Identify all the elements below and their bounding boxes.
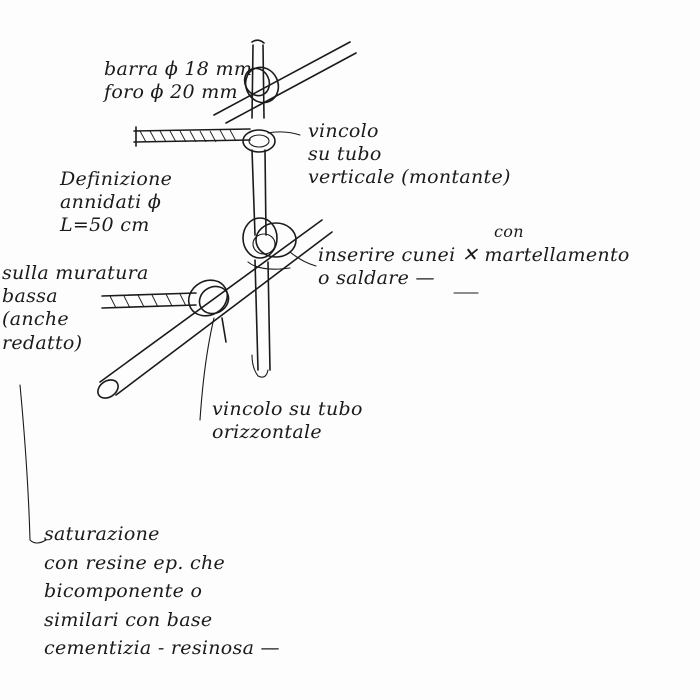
wedge-note: inserire cunei ✕ martellamento o saldare… [318, 244, 630, 290]
wedge-top-note: con [494, 222, 524, 241]
upper-threaded-bar [133, 126, 251, 147]
leader-lines [19, 131, 479, 544]
diagonal-tube [97, 219, 333, 399]
bar-spec-note: barra ϕ 18 mm foro ϕ 20 mm [104, 58, 253, 104]
upper-clamp [242, 66, 280, 153]
grout-note: saturazione con resine ep. che bicompone… [44, 523, 280, 659]
horizontal-joint-note: vincolo su tubo orizzontale [212, 398, 363, 444]
vertical-joint-note: vincolo su tubo verticale (montante) [308, 120, 511, 189]
lower-threaded-bar [101, 292, 197, 309]
upper-horizontal-tube [213, 41, 357, 124]
masonry-note: sulla muratura bassa (anche redatto) [2, 262, 149, 354]
lower-clamp [187, 279, 230, 343]
middle-clamp [242, 217, 297, 259]
anchor-spec-note: Definizione annidati ϕ L=50 cm [60, 168, 173, 237]
